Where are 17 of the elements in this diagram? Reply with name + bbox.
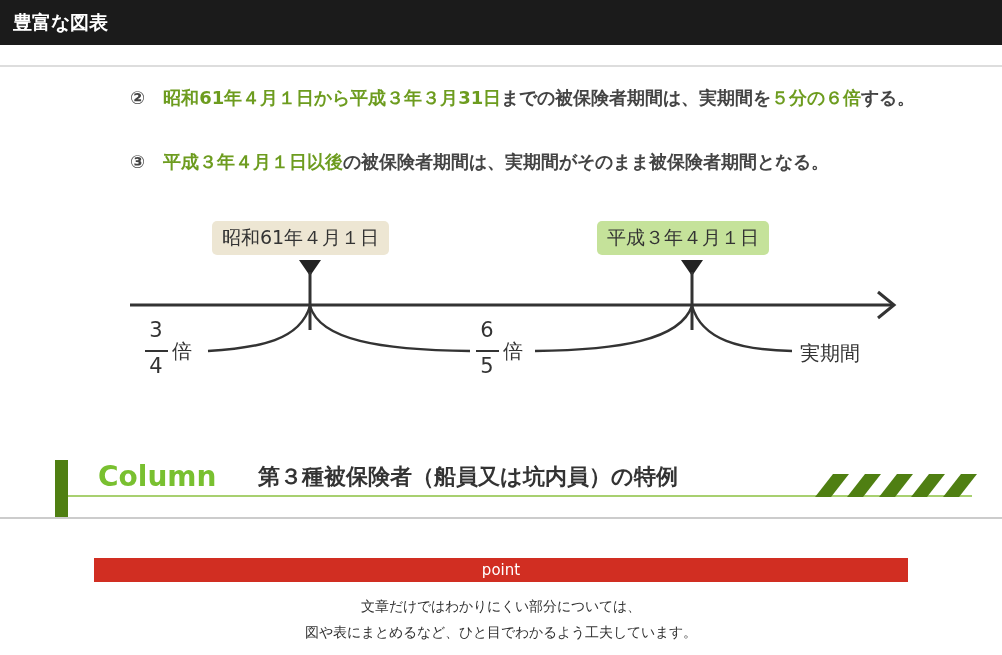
denominator: 4 [148,354,164,378]
column-title: 第３種被保険者（船員又は坑内員）の特例 [258,463,678,491]
page-title: 豊富な図表 [13,10,108,35]
period-label: 実期間 [800,340,860,367]
fraction-unit: 倍 [172,338,192,365]
fraction-unit: 倍 [503,338,523,365]
point-banner: point [94,558,908,582]
date-tag: 平成３年４月１日 [597,221,769,255]
paragraph: ② 昭和61年４月１日から平成３年３月31日までの被保険者期間は、実期間を５分の６倍する。 [130,86,917,110]
denominator: 5 [479,354,495,378]
body-text: 図や表にまとめるなど、ひと目でわかるよう工夫しています。 [304,624,698,642]
body-text: 文章だけではわかりにくい部分については、 [360,598,642,616]
numerator: 6 [479,318,495,342]
paragraph: ③ 平成３年４月１日以後の被保険者期間は、実期間がそのまま被保険者期間となる。 [130,150,830,174]
numerator: 3 [148,318,164,342]
date-tag: 昭和61年４月１日 [212,221,390,255]
column-heading: Column [98,460,217,493]
